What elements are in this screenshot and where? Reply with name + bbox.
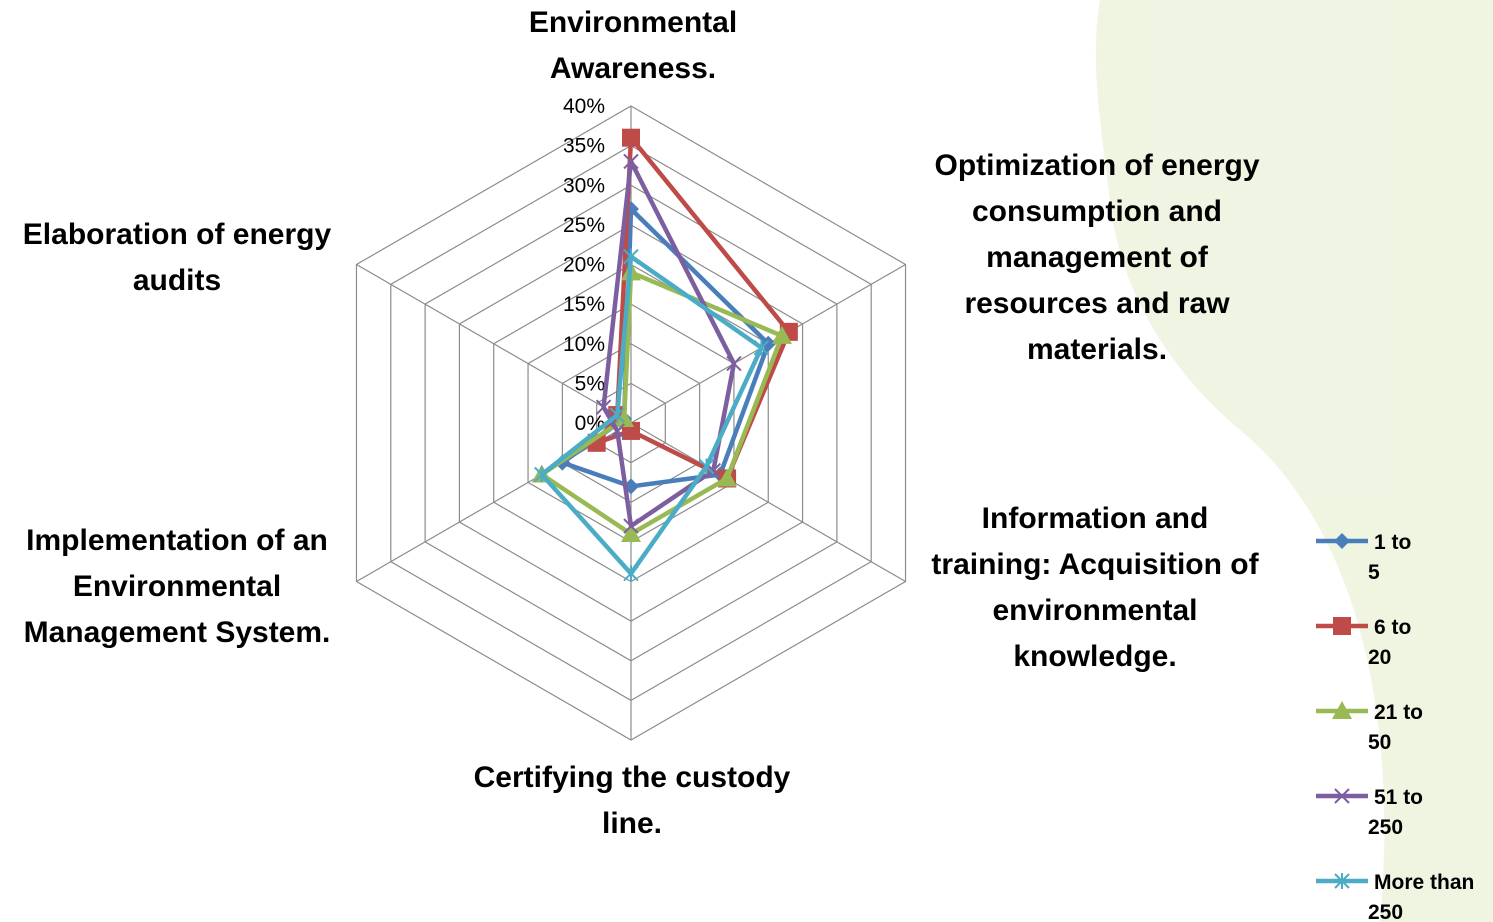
- tick-label: 30%: [563, 174, 605, 197]
- series-3: [595, 153, 742, 534]
- data-point: [614, 409, 635, 428]
- data-point: [595, 399, 612, 415]
- data-point: [1334, 788, 1350, 804]
- series-4: [534, 248, 770, 582]
- tick-label: 15%: [563, 293, 605, 316]
- data-point: [623, 248, 639, 265]
- data-point: [622, 128, 640, 147]
- data-point: [1334, 873, 1350, 889]
- spoke-4: [356, 422, 632, 583]
- tick-label: 5%: [575, 372, 605, 395]
- tick-label: 0%: [575, 412, 605, 435]
- data-point: [771, 325, 792, 344]
- tick-label: 25%: [563, 214, 605, 237]
- data-point: [623, 565, 639, 582]
- radar-series-layer: [531, 128, 798, 582]
- data-point: [609, 423, 625, 439]
- data-point: [1333, 617, 1351, 635]
- data-point: [1334, 533, 1350, 549]
- data-point: [623, 153, 639, 170]
- data-point: [717, 468, 738, 487]
- data-point: [534, 466, 550, 483]
- tick-label: 40%: [563, 95, 605, 118]
- data-point: [621, 523, 641, 542]
- data-point: [609, 407, 625, 424]
- radar-tick-labels: 0% 5% 10% 15% 20% 25% 30% 35% 40%: [563, 95, 605, 435]
- data-point: [753, 339, 770, 356]
- data-point: [698, 458, 715, 475]
- spoke-2: [630, 422, 906, 583]
- spoke-5: [356, 263, 632, 424]
- data-point: [623, 518, 639, 534]
- tick-label: 35%: [563, 135, 605, 158]
- tick-label: 10%: [563, 333, 605, 356]
- background-leaf-watermark: [1095, 0, 1493, 922]
- data-point: [726, 355, 742, 372]
- tick-label: 20%: [563, 254, 605, 277]
- data-point: [1332, 701, 1352, 719]
- data-point: [760, 335, 777, 352]
